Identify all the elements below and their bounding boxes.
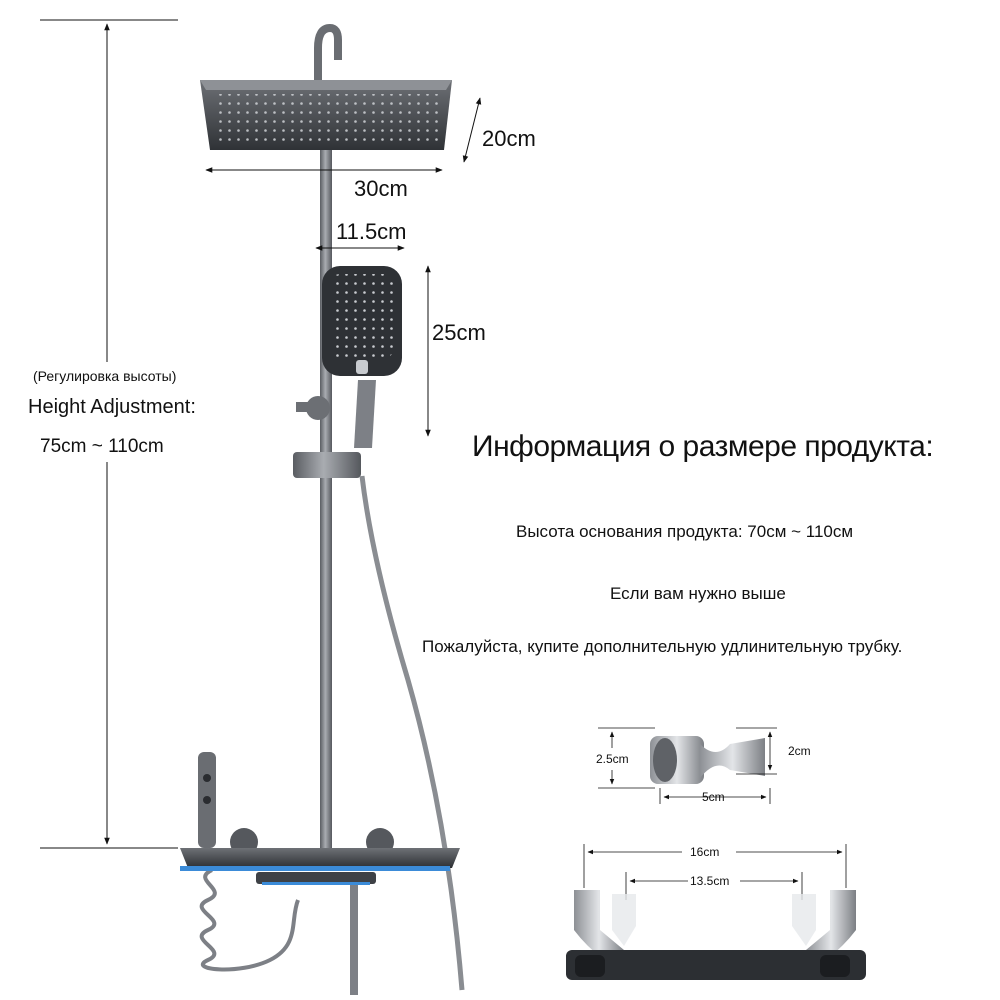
- connector-outer-spacing-label: 16cm: [690, 845, 720, 859]
- adapter-left-diameter-label: 2.5cm: [596, 752, 629, 766]
- if-higher-text: Если вам нужно выше: [610, 584, 786, 603]
- hand-width-label: 11.5cm: [336, 219, 407, 244]
- thermostatic-shelf: [180, 828, 460, 995]
- pipe-fittings: [293, 396, 361, 478]
- rain-shower-head: [200, 80, 452, 150]
- product-size-info-title: Информация о размере продукта:: [472, 430, 934, 463]
- adapter-length-label: 5cm: [702, 790, 725, 804]
- hand-shower: [322, 266, 402, 448]
- connector-inner-spacing-label: 13.5cm: [690, 874, 730, 888]
- head-depth-label: 20cm: [482, 126, 536, 151]
- hand-height-label: 25cm: [432, 320, 486, 345]
- head-dimension-arrows: [205, 97, 482, 437]
- shower-hose: [359, 475, 465, 991]
- height-adjustment-label-ru: (Регулировка высоты): [33, 368, 177, 384]
- buy-extension-text: Пожалуйста, купите дополнительную удлини…: [422, 637, 903, 656]
- adapter-fitting: [598, 727, 777, 804]
- height-adjustment-range: 75cm ~ 110cm: [40, 436, 164, 457]
- wall-connectors: [566, 844, 866, 980]
- head-width-label: 30cm: [354, 176, 408, 201]
- base-height-text: Высота основания продукта: 70см ~ 110см: [516, 522, 854, 541]
- bidet-sprayer: [198, 752, 300, 972]
- height-dimension-guide: [40, 19, 178, 849]
- height-adjustment-label-en: Height Adjustment:: [28, 396, 196, 418]
- main-pipe: [314, 23, 342, 855]
- adapter-right-diameter-label: 2cm: [788, 744, 811, 758]
